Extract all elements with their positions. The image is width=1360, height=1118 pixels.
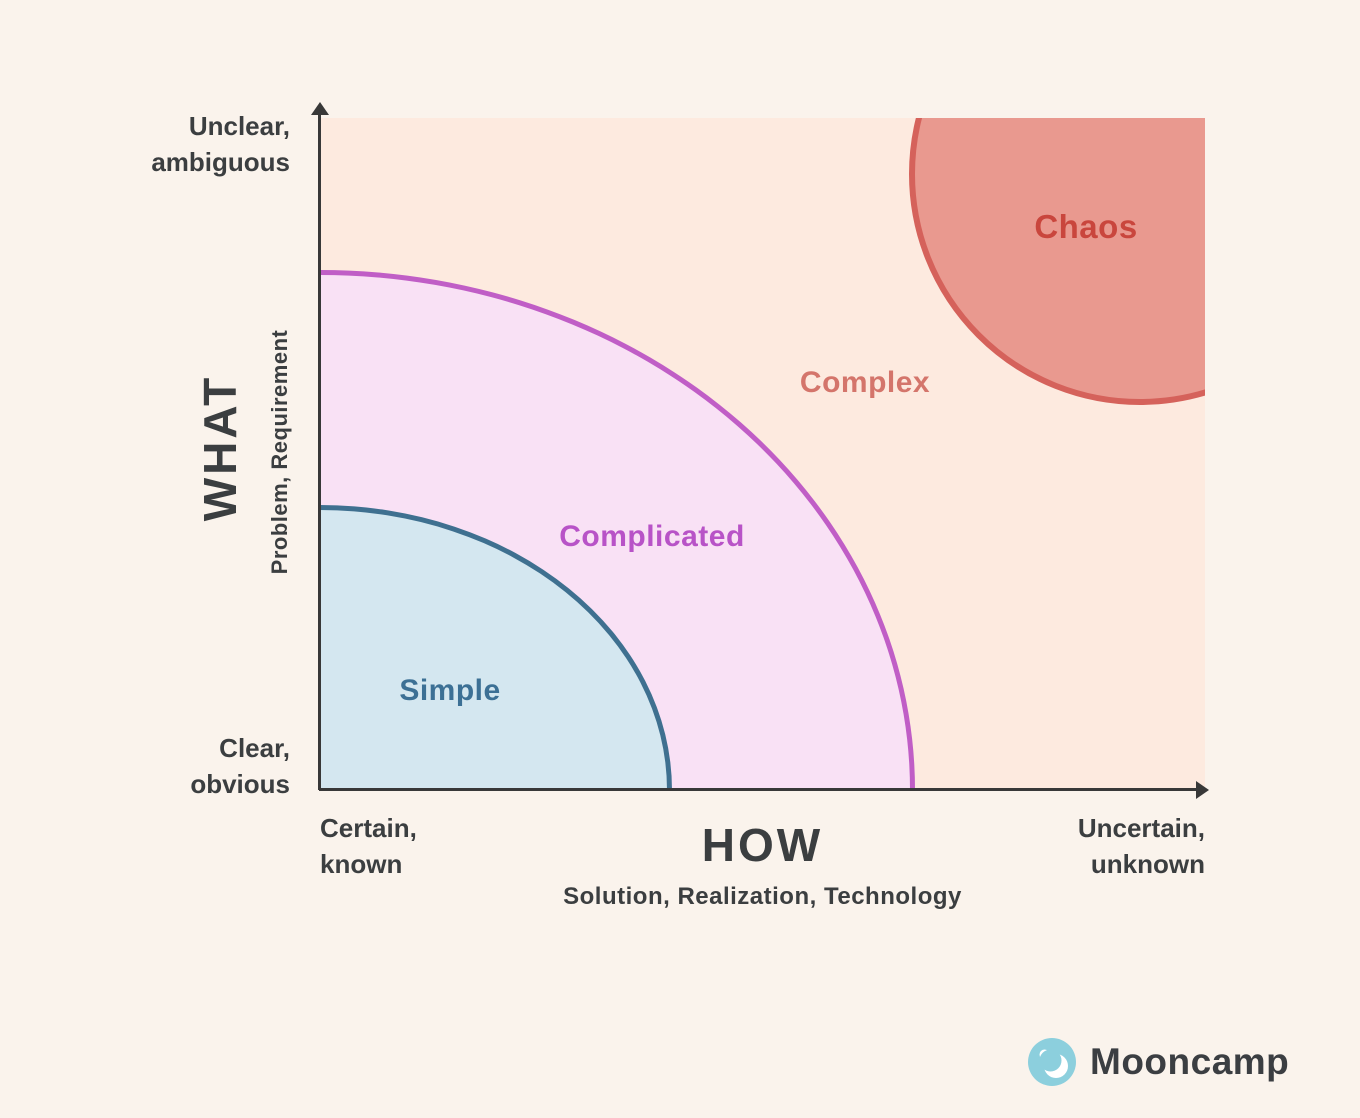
x-axis-left-label: Certain, known bbox=[320, 810, 620, 882]
x-axis-right-label: Uncertain, unknown bbox=[905, 810, 1205, 882]
brand-name: Mooncamp bbox=[1090, 1041, 1290, 1082]
y-axis-bottom-label-line1: Clear, bbox=[219, 733, 290, 763]
x-axis-title: HOW bbox=[701, 819, 824, 871]
y-axis-subtitle: Problem, Requirement bbox=[267, 329, 292, 575]
x-axis-arrow-icon bbox=[1196, 781, 1209, 799]
y-axis-line bbox=[318, 112, 321, 790]
y-axis-top-label-line2: ambiguous bbox=[151, 147, 290, 177]
y-axis-bottom-label-line2: obvious bbox=[190, 769, 290, 799]
y-axis-top-label: Unclear, ambiguous bbox=[0, 108, 290, 180]
x-axis-line bbox=[319, 788, 1199, 791]
mooncamp-logo-icon bbox=[1028, 1038, 1076, 1086]
brand-logo: Mooncamp bbox=[1028, 1038, 1289, 1086]
x-axis-right-label-line1: Uncertain, bbox=[1077, 813, 1205, 843]
x-axis-subtitle: Solution, Realization, Technology bbox=[563, 883, 962, 910]
chaos-region bbox=[909, 118, 1205, 405]
simple-region-label: Simple bbox=[399, 674, 501, 707]
x-axis-left-label-line1: Certain, bbox=[320, 813, 417, 843]
plot-area: Simple Complicated Complex Chaos bbox=[320, 118, 1205, 790]
x-axis-right-label-line2: unknown bbox=[1090, 849, 1205, 879]
y-axis-title: WHAT bbox=[194, 374, 246, 522]
chaos-region-label: Chaos bbox=[1034, 208, 1138, 245]
complex-region-label: Complex bbox=[799, 366, 931, 399]
y-axis-bottom-label: Clear, obvious bbox=[0, 730, 290, 802]
complicated-region-label: Complicated bbox=[559, 520, 745, 553]
y-axis-arrow-icon bbox=[311, 102, 329, 115]
y-axis-top-label-line1: Unclear, bbox=[188, 111, 290, 141]
x-axis-left-label-line2: known bbox=[320, 849, 403, 879]
